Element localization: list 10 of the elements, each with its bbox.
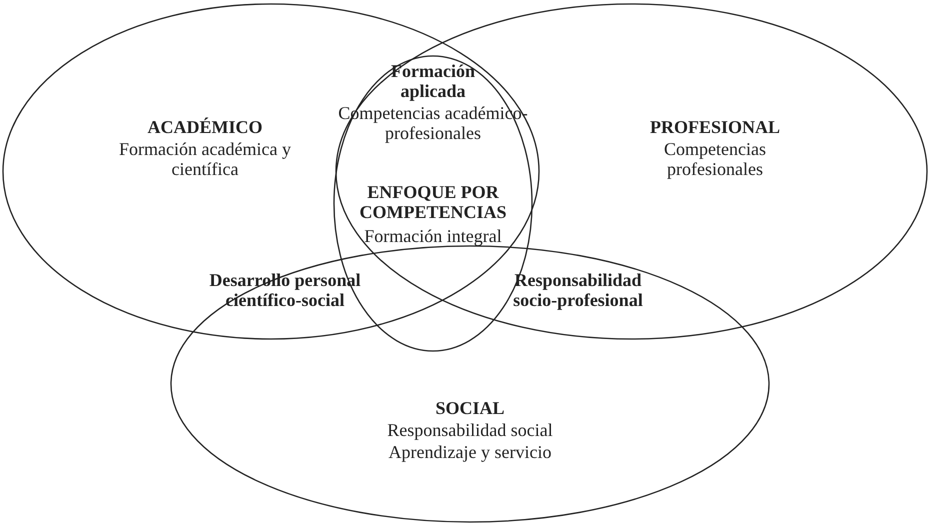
heading-text: PROFESIONAL — [648, 117, 782, 137]
body-text: Formación académica y científica — [118, 139, 292, 179]
heading-text: SOCIAL — [434, 398, 506, 418]
body-text: Formación integral — [363, 226, 503, 246]
heading-text: ACADÉMICO — [146, 117, 264, 137]
heading-text: ENFOQUE POR COMPETENCIAS — [358, 182, 508, 222]
body-text: Aprendizaje y servicio — [388, 442, 552, 462]
body-text: Responsabilidad social — [386, 420, 554, 440]
heading-text: Formación aplicada — [390, 61, 476, 101]
body-text: Competencias profesionales — [663, 139, 767, 179]
